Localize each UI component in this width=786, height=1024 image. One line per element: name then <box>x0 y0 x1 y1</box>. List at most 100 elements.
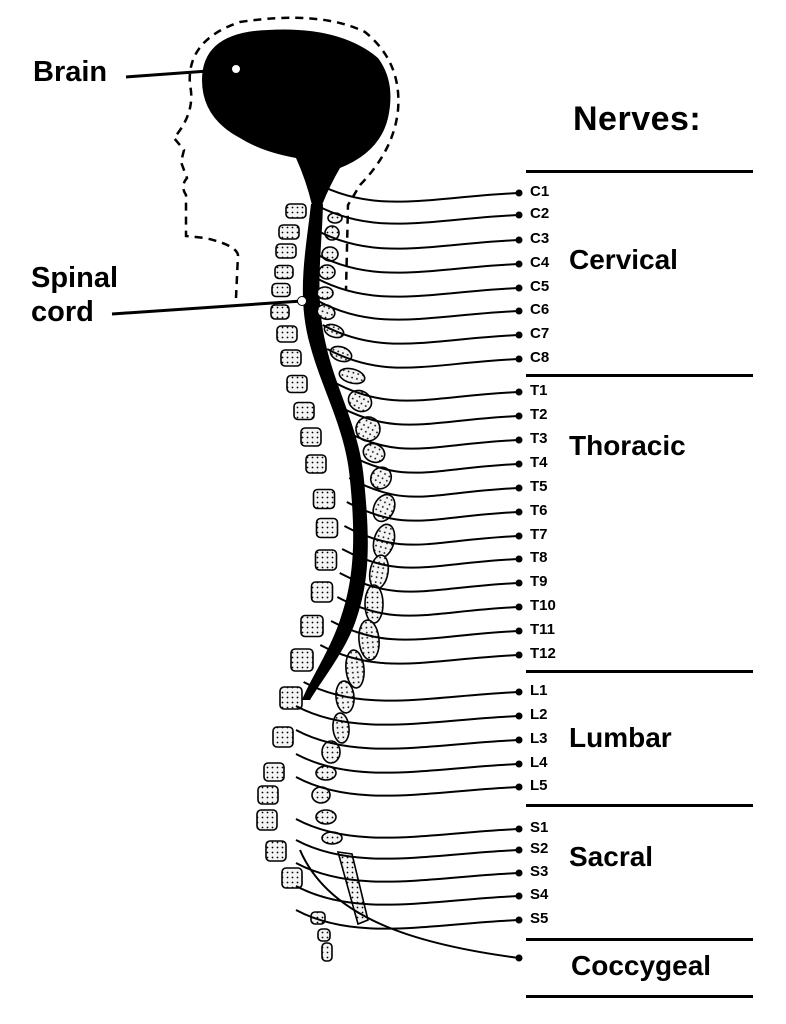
nerve-root-endpoint <box>515 484 523 492</box>
nerve-label: L1 <box>530 682 548 699</box>
nerve-root-endpoint <box>515 736 523 744</box>
group-label-lumbar: Lumbar <box>569 722 672 753</box>
brain-pointer-line <box>125 67 237 79</box>
nerve-root-line <box>295 885 520 906</box>
nerve-label: L5 <box>530 777 548 794</box>
nerve-root-line <box>315 229 520 250</box>
divider-top <box>526 170 753 173</box>
nerves-title: Nerves: <box>573 100 702 138</box>
nerve-root-endpoint <box>515 307 523 315</box>
nerve-root-endpoint <box>515 355 523 363</box>
nerve-label: C6 <box>530 301 550 318</box>
nerve-root-line <box>342 429 520 450</box>
nerve-label: C3 <box>530 230 550 247</box>
nerve-root-endpoint <box>515 783 523 791</box>
nerve-root-line <box>322 324 520 345</box>
vertebra-body <box>312 488 336 510</box>
brain-shape <box>202 29 391 205</box>
nerve-label: T7 <box>530 526 548 543</box>
nerve-root-endpoint <box>515 869 523 877</box>
nerve-label: T4 <box>530 454 548 471</box>
vertebra-body <box>280 349 302 367</box>
vertebra-process <box>315 809 337 825</box>
nerve-label: T1 <box>530 382 548 399</box>
group-label-sacral: Sacral <box>569 841 654 872</box>
nerve-roots <box>295 182 523 962</box>
nerve-root-endpoint <box>515 236 523 244</box>
nerve-root-endpoint <box>515 954 523 962</box>
nerve-root-line <box>315 277 520 298</box>
nerve-root-line <box>295 753 520 774</box>
nerve-root-line <box>315 253 520 274</box>
nerve-root-endpoint <box>515 579 523 587</box>
nerve-label: T3 <box>530 430 548 447</box>
nerve-label: T10 <box>530 597 556 614</box>
nerve-root-endpoint <box>515 284 523 292</box>
vertebra-process <box>358 619 380 661</box>
nerve-root-line <box>319 644 520 665</box>
nerve-root-line <box>333 381 520 402</box>
group-label-cervical: Cervical <box>569 244 678 275</box>
vertebra-body <box>256 809 278 831</box>
nerve-label: T5 <box>530 478 548 495</box>
vertebra-body <box>274 264 294 280</box>
spinal-cord-pointer-line <box>111 299 303 316</box>
vertebra-body <box>300 614 324 638</box>
nerve-label: C7 <box>530 325 550 342</box>
nerve-root-line <box>295 909 520 930</box>
nerve-label: S5 <box>530 910 549 927</box>
nerve-root-line <box>343 525 520 546</box>
sacrum <box>336 851 369 926</box>
spinal-cord-label-line2: cord <box>31 296 94 328</box>
nerve-label: T8 <box>530 549 548 566</box>
nerve-root-endpoint <box>515 189 523 197</box>
nerve-root-endpoint <box>515 603 523 611</box>
vertebra-body <box>321 942 333 962</box>
divider-lumbar-sacral <box>526 804 753 807</box>
nerve-root-line <box>295 729 520 750</box>
nerve-root-line <box>303 681 520 702</box>
divider-sacral-coccygeal <box>526 938 753 941</box>
nerve-root-endpoint <box>515 460 523 468</box>
nerve-label: T2 <box>530 406 548 423</box>
nerve-root-line <box>336 596 520 617</box>
nerve-label: S2 <box>530 840 549 857</box>
vertebra-body <box>315 517 339 539</box>
divider-thoracic-lumbar <box>526 670 753 673</box>
nerve-root-line <box>295 862 520 883</box>
nerve-label: C5 <box>530 278 550 295</box>
nerve-label: T6 <box>530 502 548 519</box>
vertebral-processes <box>311 212 396 926</box>
nerve-root-endpoint <box>515 760 523 768</box>
divider-cervical-thoracic <box>526 374 753 377</box>
nerve-root-endpoint <box>515 412 523 420</box>
nerve-root-endpoint <box>515 555 523 563</box>
divider-bottom <box>526 995 753 998</box>
spinal-cord <box>302 204 368 700</box>
nerve-root-endpoint <box>515 627 523 635</box>
nerve-root-endpoint <box>515 688 523 696</box>
nerve-label: L4 <box>530 754 548 771</box>
vertebra-body <box>272 726 294 748</box>
group-label-coccygeal: Coccygeal <box>571 950 712 981</box>
nerve-root-line-coccygeal <box>299 849 520 959</box>
nerve-root-endpoint <box>515 916 523 924</box>
nerve-root-endpoint <box>515 651 523 659</box>
vertebra-process <box>364 584 384 624</box>
nerve-root-line <box>346 501 520 522</box>
vertebra-body <box>279 686 303 710</box>
vertebra-body <box>278 224 300 240</box>
nerve-label: L2 <box>530 706 548 723</box>
vertebra-process <box>338 367 366 385</box>
nerve-label: C1 <box>530 183 550 200</box>
vertebra-body <box>286 374 308 394</box>
nerve-root-line <box>295 818 520 839</box>
nerve-root-endpoint <box>515 825 523 833</box>
nerve-root-line <box>315 204 520 225</box>
group-label-thoracic: Thoracic <box>569 430 686 461</box>
nerve-root-endpoint <box>515 211 523 219</box>
nerve-label: L3 <box>530 730 548 747</box>
nerve-label: S4 <box>530 886 549 903</box>
nerve-root-line <box>339 572 520 593</box>
